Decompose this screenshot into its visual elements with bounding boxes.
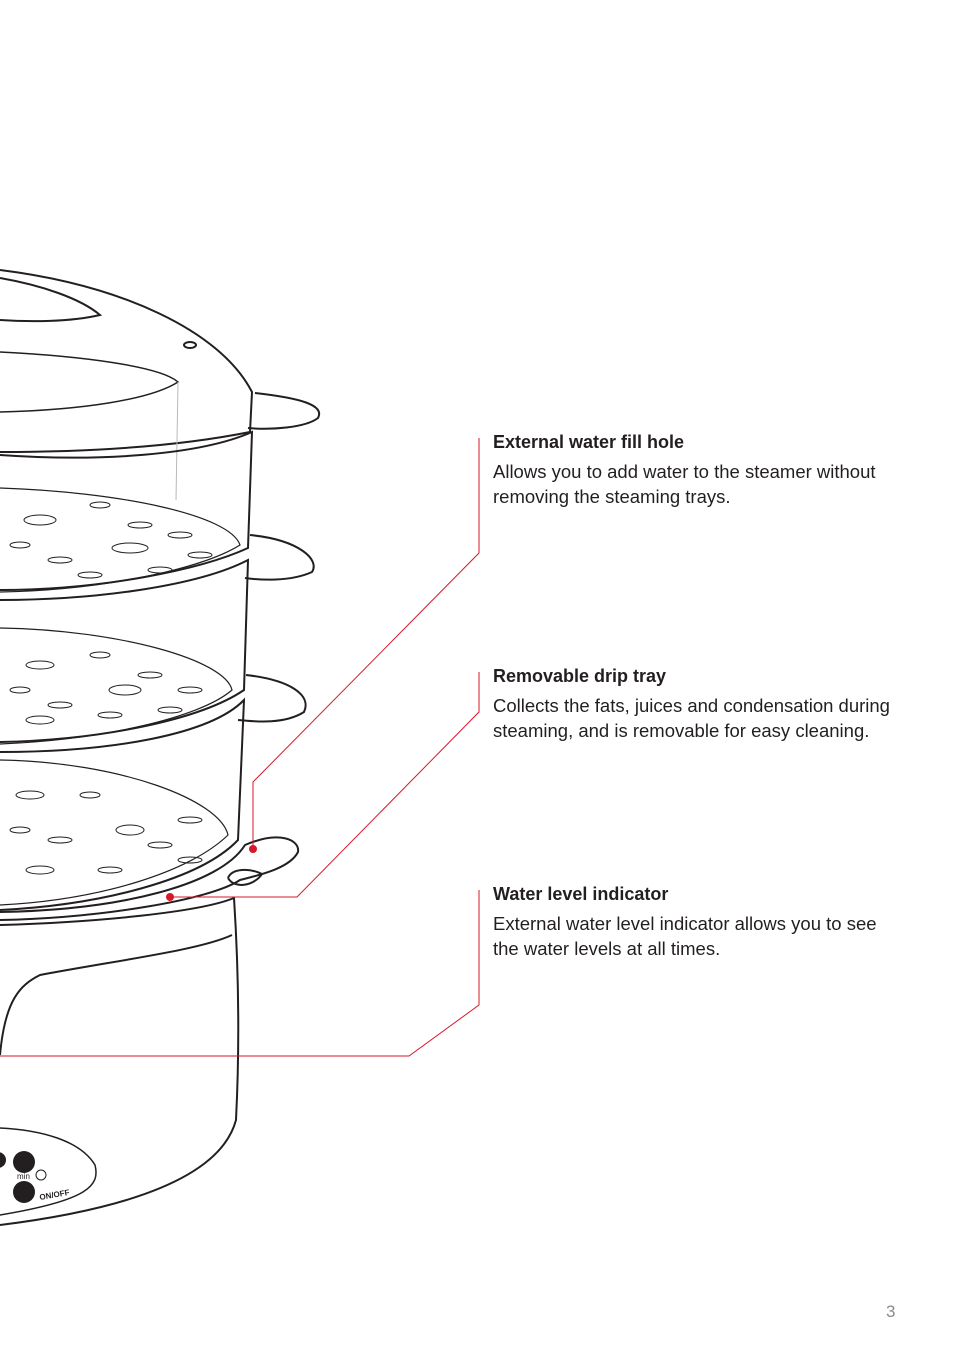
leader-line-water-level	[0, 890, 480, 1057]
leader-dot-fill-hole	[249, 845, 257, 853]
lid-dome	[0, 269, 254, 453]
callout-heading: External water fill hole	[493, 432, 685, 452]
callout-heading: Water level indicator	[493, 884, 669, 904]
callout-body: Allows you to add water to the steamer w…	[493, 461, 876, 507]
callout-body: Collects the fats, juices and condensati…	[493, 695, 890, 741]
tray-top-rim	[0, 430, 254, 591]
page-number: 3	[886, 1302, 896, 1321]
callout-heading: Removable drip tray	[493, 666, 667, 686]
tray-top-floor	[0, 487, 241, 593]
lid-inner-rim	[0, 351, 180, 413]
lid-inner-wall	[175, 381, 179, 501]
timer-knob	[13, 1151, 35, 1173]
tray-bottom-floor	[0, 759, 229, 906]
tray-top-handle	[244, 534, 315, 581]
callout-water-level-indicator: Water level indicator External water lev…	[493, 883, 893, 961]
tray-middle-floor	[0, 627, 233, 745]
left-button	[0, 1152, 6, 1168]
lid-handle	[0, 277, 103, 323]
leader-line-drip-tray	[170, 672, 480, 898]
callout-body: External water level indicator allows yo…	[493, 913, 877, 959]
timer-icon	[35, 1169, 47, 1181]
tray-bottom-rim	[0, 697, 246, 911]
tray-middle-handle	[237, 674, 307, 723]
water-fill-spout	[227, 868, 264, 886]
timer-label: min	[17, 1172, 30, 1181]
steamer-base	[0, 896, 240, 1226]
lid-side-handle	[247, 392, 321, 430]
base-window	[0, 934, 233, 1056]
power-button	[13, 1181, 35, 1203]
callout-external-water-fill-hole: External water fill hole Allows you to a…	[493, 431, 893, 509]
drip-tray	[0, 836, 300, 921]
leader-line-fill-hole	[252, 438, 480, 848]
leader-dot-drip-tray	[166, 893, 174, 901]
callout-removable-drip-tray: Removable drip tray Collects the fats, j…	[493, 665, 893, 743]
lid-vent	[183, 341, 197, 349]
tray-middle-rim	[0, 558, 250, 743]
control-panel-outline	[0, 1127, 97, 1216]
